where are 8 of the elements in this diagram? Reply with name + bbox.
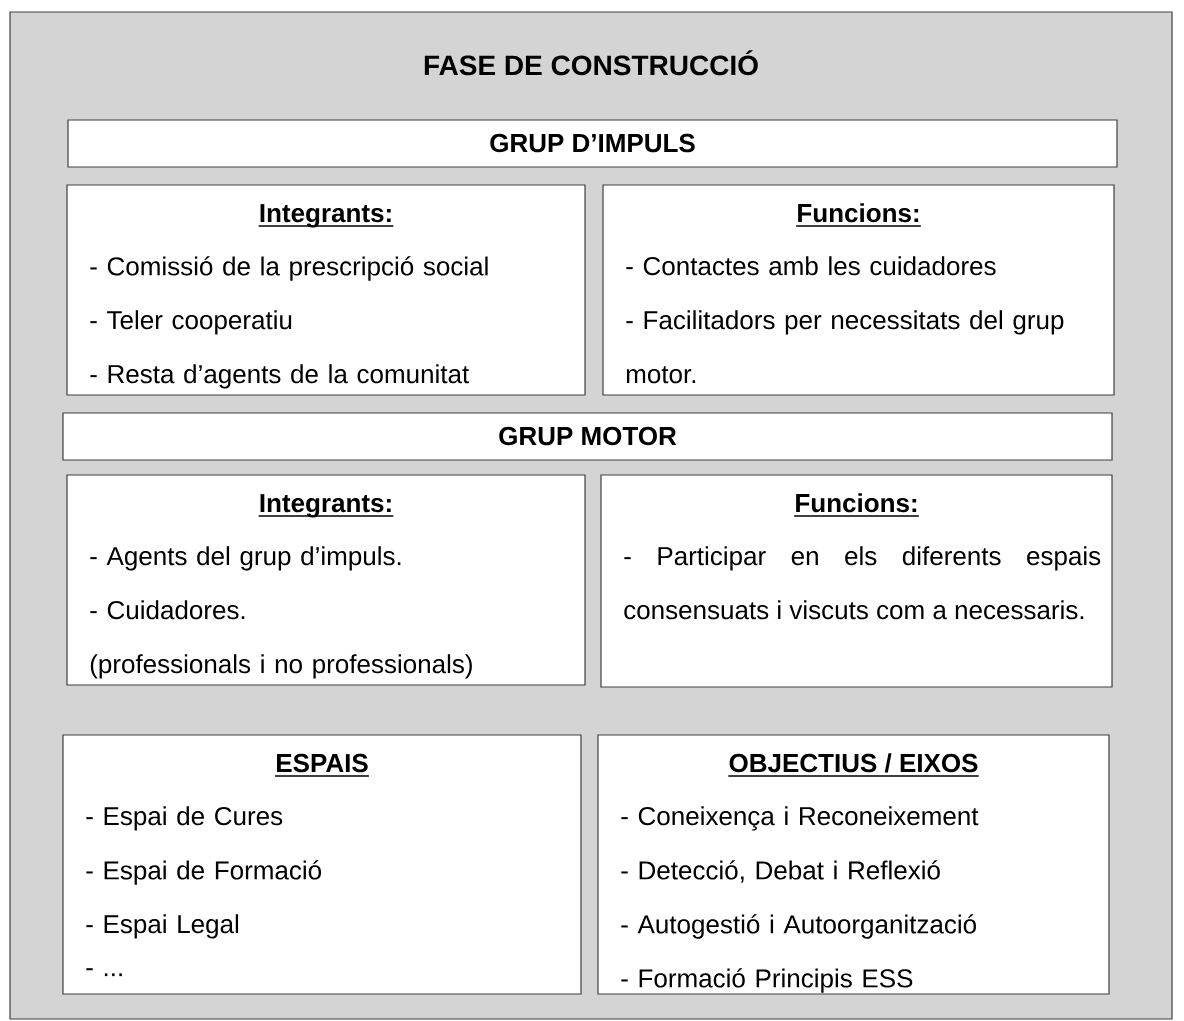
heading-bar: GRUP D’IMPULS (67, 119, 1118, 168)
list-box: Integrants: - Agents del grup d’impuls. - Cuidadores. (professionals i no professionals) (66, 474, 586, 686)
list-box: ESPAIS - Espai de Cures - Espai de Formació - Espai Legal - ... (62, 734, 582, 995)
list-box: OBJECTIUS / EIXOS - Coneixença i Reconeixement - Detecció, Debat i Reflexió - Autogestió i Autoorganització - Formació Principis ESS (597, 734, 1110, 995)
heading-bar: GRUP MOTOR (62, 412, 1113, 461)
list-box: Funcions: - Contactes amb les cuidadores - Facilitadors per necessitats del grup motor. (602, 184, 1115, 396)
list-box: Integrants: - Comissió de la prescripció social - Teler cooperatiu - Resta d’agents de la comunitat (66, 184, 586, 396)
list-box: Funcions: - Participar en els diferents espais consensuats i viscuts com a necessaris. (600, 474, 1113, 688)
